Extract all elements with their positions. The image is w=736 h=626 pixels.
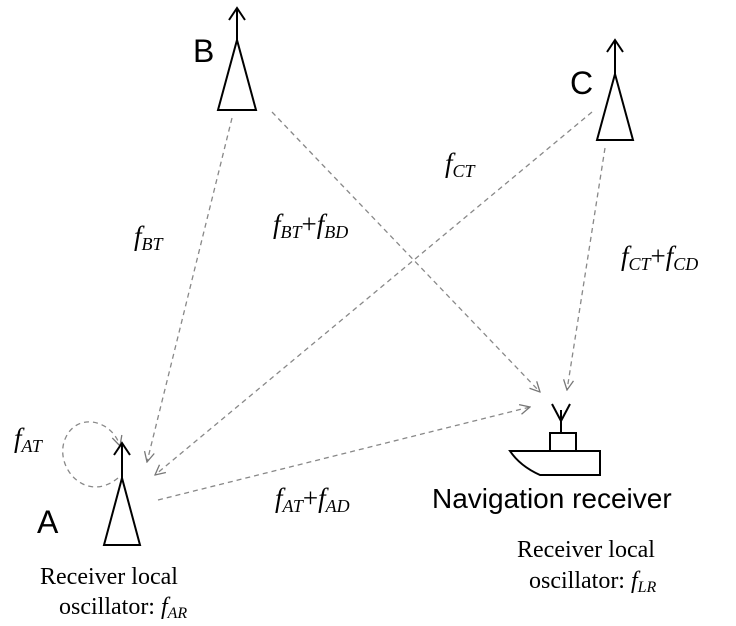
label-f-bt: fBT — [134, 221, 165, 254]
path-c-to-a — [155, 111, 593, 475]
station-a — [102, 441, 142, 546]
signal-paths — [62, 111, 606, 501]
path-b-to-a — [147, 117, 233, 462]
station-b — [216, 6, 258, 111]
antenna-arrow-icon — [113, 441, 131, 478]
label-f-bt-plus-f-bd: fBT+fBD — [273, 209, 348, 242]
antenna-triangle-icon — [102, 474, 142, 546]
receiver-label: Navigation receiver — [432, 483, 672, 514]
label-f-at-plus-f-ad: fAT+fAD — [275, 483, 350, 516]
path-a-self-loop — [62, 421, 120, 488]
path-a-to-receiver — [157, 407, 530, 501]
path-b-to-receiver — [271, 111, 540, 392]
label-f-at: fAT — [14, 423, 44, 456]
antenna-triangle-icon — [595, 70, 635, 141]
station-c — [595, 38, 635, 141]
antenna-triangle-icon — [216, 36, 258, 111]
label-f-ct: fCT — [445, 148, 477, 181]
station-c-label: C — [570, 65, 593, 101]
receiver-caption-line1: Receiver local — [517, 537, 655, 563]
ship-cabin — [549, 432, 577, 452]
antenna-arrow-icon — [228, 6, 246, 40]
station-a-caption-line1: Receiver local — [40, 564, 178, 590]
label-f-ct-plus-f-cd: fCT+fCD — [621, 241, 698, 274]
station-b-label: B — [193, 33, 214, 69]
receiver-ship-icon — [508, 403, 601, 476]
station-a-caption-line2: oscillator: fAR — [59, 594, 187, 622]
path-c-to-receiver — [567, 147, 606, 390]
ship-hull — [508, 450, 601, 476]
station-a-label: A — [37, 504, 59, 540]
antenna-arrow-icon — [606, 38, 624, 74]
receiver-caption-line2: oscillator: fLR — [529, 568, 657, 596]
receiver-antenna-icon — [551, 403, 571, 433]
